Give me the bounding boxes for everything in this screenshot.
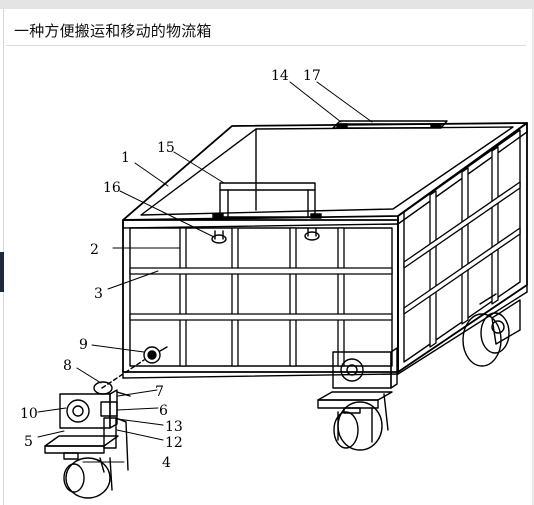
front-handle xyxy=(212,182,322,219)
label-15: 15 xyxy=(157,140,175,156)
label-5: 5 xyxy=(24,434,33,450)
front-right-caster xyxy=(317,347,398,451)
label-13: 13 xyxy=(165,419,183,435)
label-4: 4 xyxy=(162,455,171,471)
rear-wheel xyxy=(462,293,521,367)
label-17: 17 xyxy=(303,68,321,84)
label-3: 3 xyxy=(94,286,103,302)
top-handle xyxy=(332,120,448,129)
callout-leaders xyxy=(37,81,373,463)
top-bolts xyxy=(211,227,320,244)
label-2: 2 xyxy=(90,242,99,258)
label-6: 6 xyxy=(159,403,168,419)
exploded-caster xyxy=(44,359,145,499)
label-1: 1 xyxy=(121,150,130,166)
right-scroll-edge xyxy=(532,9,534,505)
page-title: 一种方便搬运和移动的物流箱 xyxy=(14,22,212,40)
label-10: 10 xyxy=(20,406,38,422)
label-14: 14 xyxy=(271,68,289,84)
label-8: 8 xyxy=(63,358,72,374)
label-9: 9 xyxy=(79,337,88,353)
front-panel xyxy=(122,219,399,379)
side-panel xyxy=(397,122,528,375)
label-7: 7 xyxy=(155,384,164,400)
latch-knob xyxy=(143,346,168,364)
side-collapse-tab[interactable] xyxy=(0,252,4,292)
label-16: 16 xyxy=(103,180,121,196)
label-12: 12 xyxy=(165,435,183,451)
title-divider xyxy=(6,45,526,46)
callout-labels: 1 2 3 4 5 6 7 8 9 10 12 13 14 15 16 17 xyxy=(20,68,321,471)
top-bar xyxy=(0,0,534,9)
